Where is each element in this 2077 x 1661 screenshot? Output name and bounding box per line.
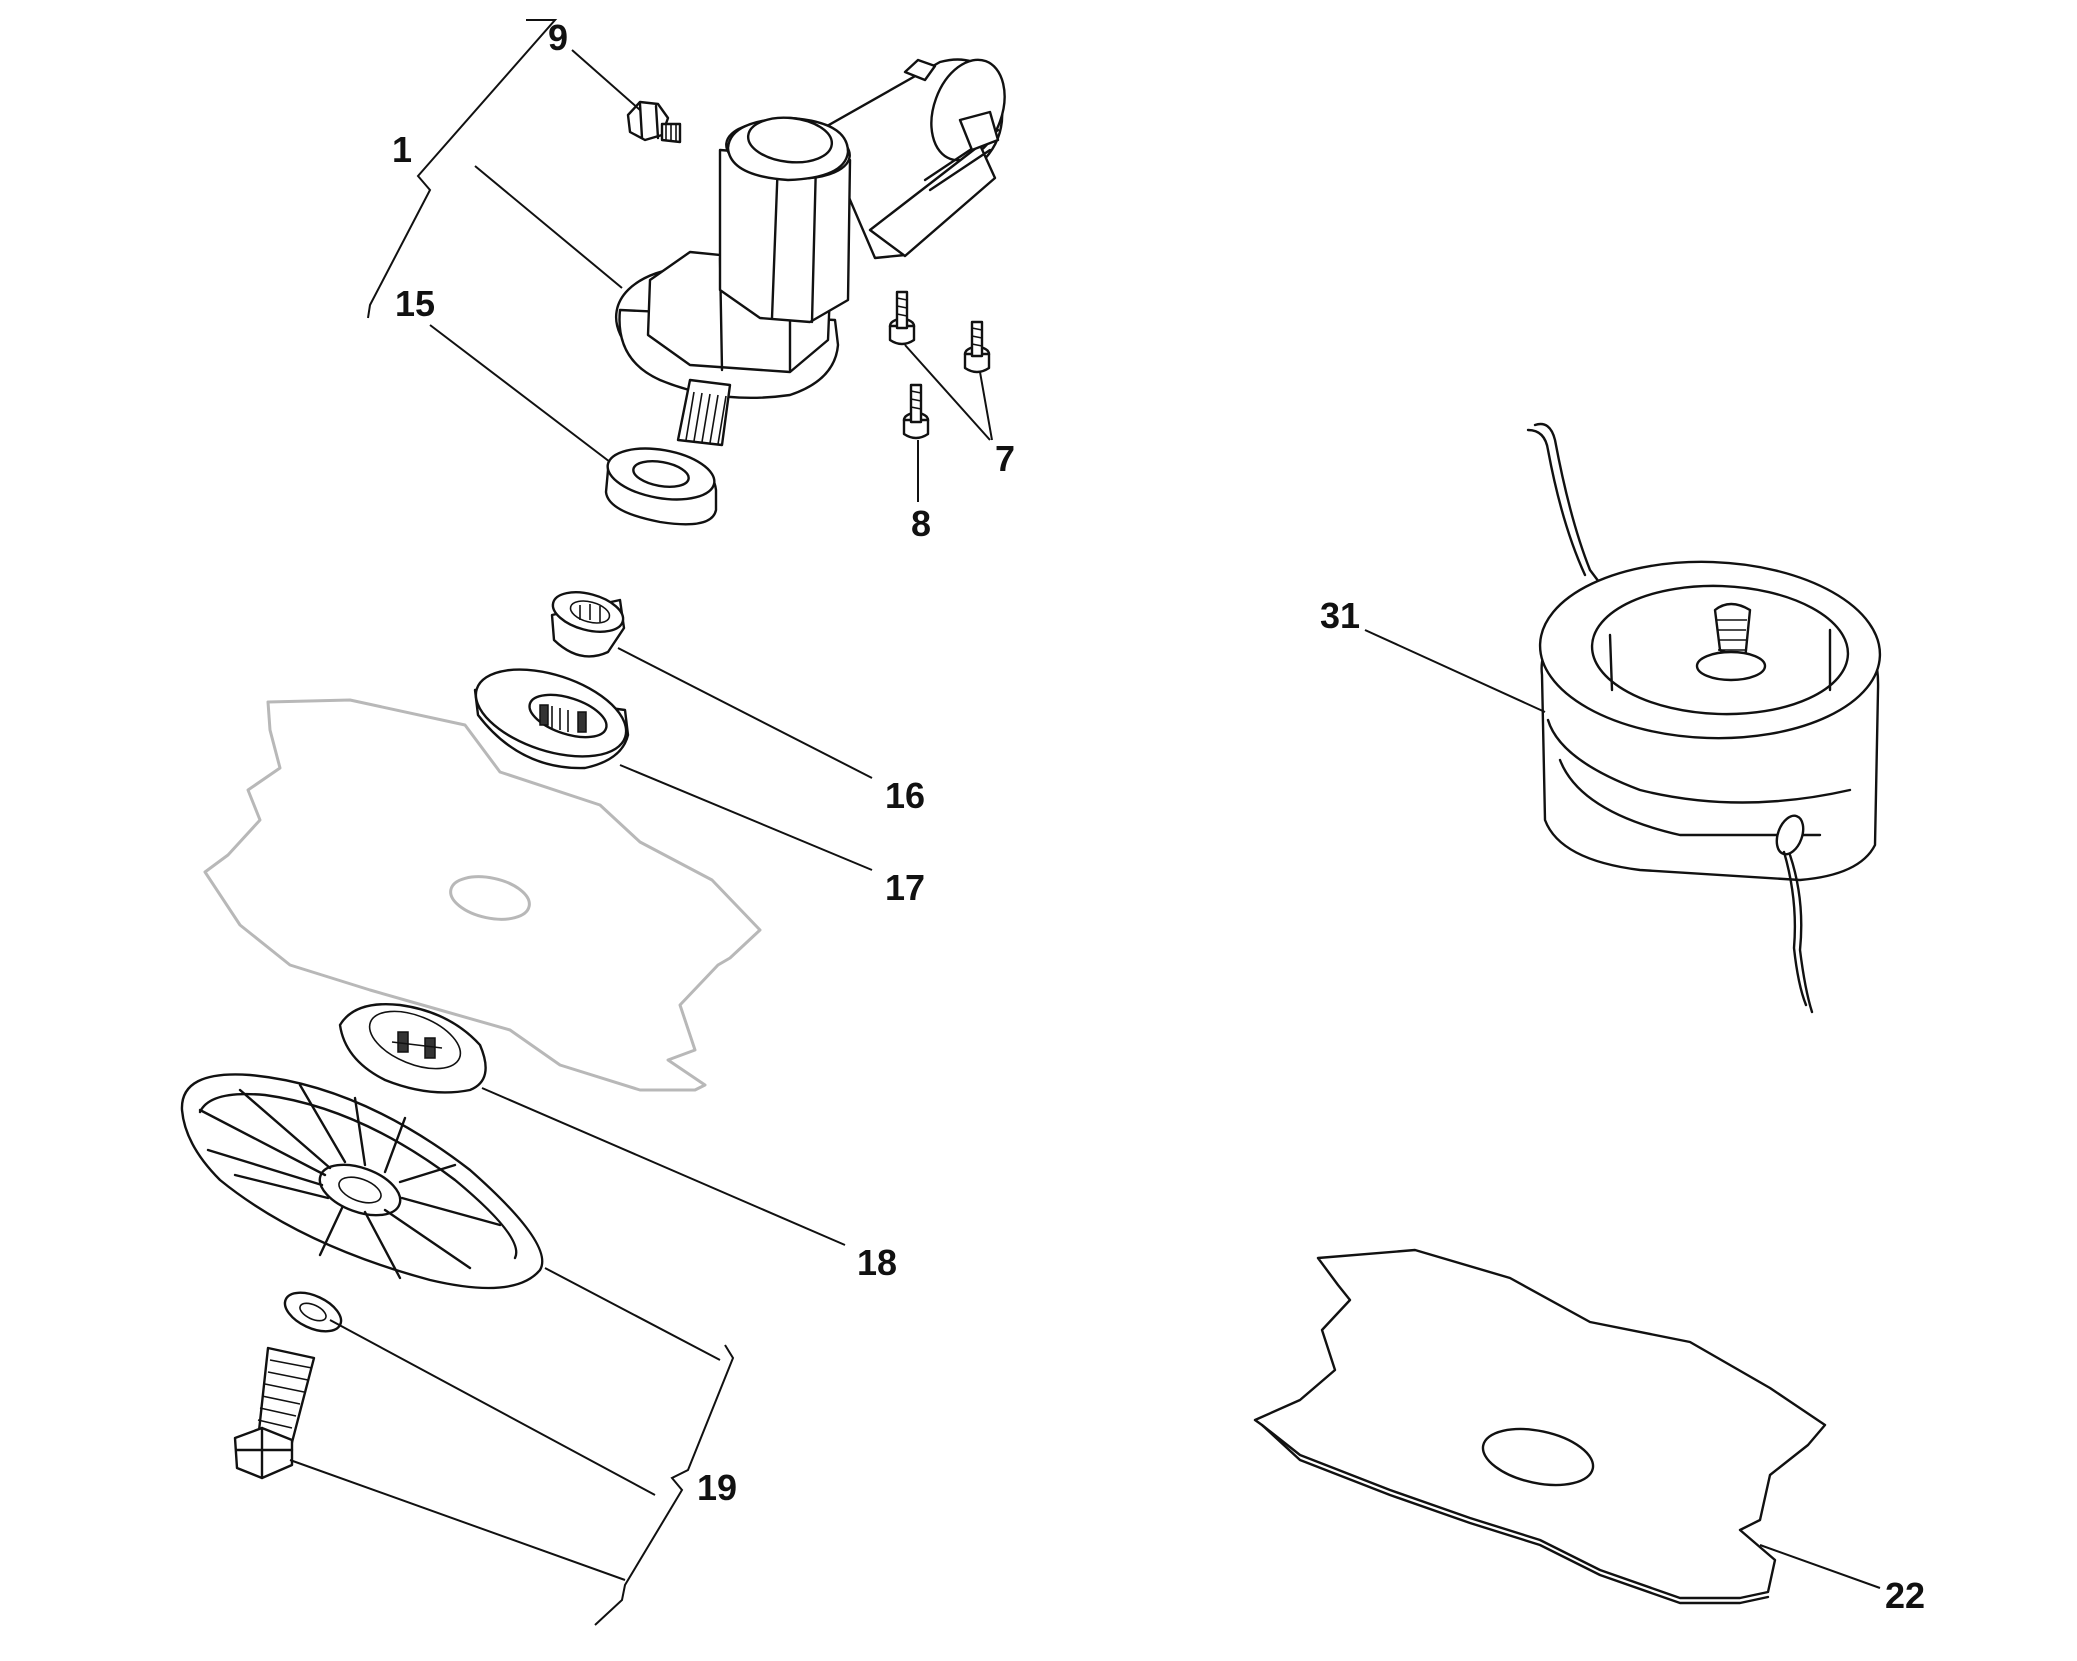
trimmer-head-31[interactable] (1526, 422, 1883, 1014)
callout-18: 18 (857, 1242, 897, 1283)
ghost-blade-outline (203, 698, 762, 1092)
leader-9 (571, 49, 641, 111)
leader-19 (289, 1267, 721, 1581)
bearing-15[interactable] (604, 441, 719, 526)
bolt-19[interactable] (233, 1346, 316, 1480)
callout-16: 16 (885, 775, 925, 816)
leader-7 (904, 344, 993, 441)
gearbox-head[interactable] (606, 50, 1018, 447)
bracket-1 (367, 19, 558, 319)
callout-19: 19 (697, 1467, 737, 1508)
bushing-16[interactable] (549, 585, 628, 658)
bolt-8[interactable] (902, 383, 930, 440)
washer-19[interactable] (279, 1285, 347, 1339)
leader-1 (474, 165, 623, 289)
callout-22: 22 (1885, 1575, 1925, 1616)
callout-17: 17 (885, 867, 925, 908)
callout-9: 9 (548, 17, 568, 58)
leader-31 (1364, 629, 1546, 713)
callout-1: 1 (392, 129, 412, 170)
callout-31: 31 (1320, 595, 1360, 636)
callout-15: 15 (395, 283, 435, 324)
callout-7: 7 (995, 438, 1015, 479)
leader-17 (619, 764, 873, 871)
bracket-19 (594, 1344, 735, 1626)
blade-22[interactable] (1253, 1248, 1827, 1605)
leader-18 (481, 1087, 846, 1246)
leader-16 (617, 647, 873, 779)
flange-17[interactable] (465, 653, 637, 773)
leader-15 (429, 324, 611, 463)
guard-disc-19[interactable] (180, 1073, 544, 1290)
bolt-7b[interactable] (963, 320, 991, 374)
bolt-7a[interactable] (888, 290, 916, 346)
callout-8: 8 (911, 503, 931, 544)
washer-18[interactable] (338, 1000, 487, 1094)
screw-9[interactable] (626, 100, 682, 144)
leader-22 (1759, 1544, 1881, 1589)
